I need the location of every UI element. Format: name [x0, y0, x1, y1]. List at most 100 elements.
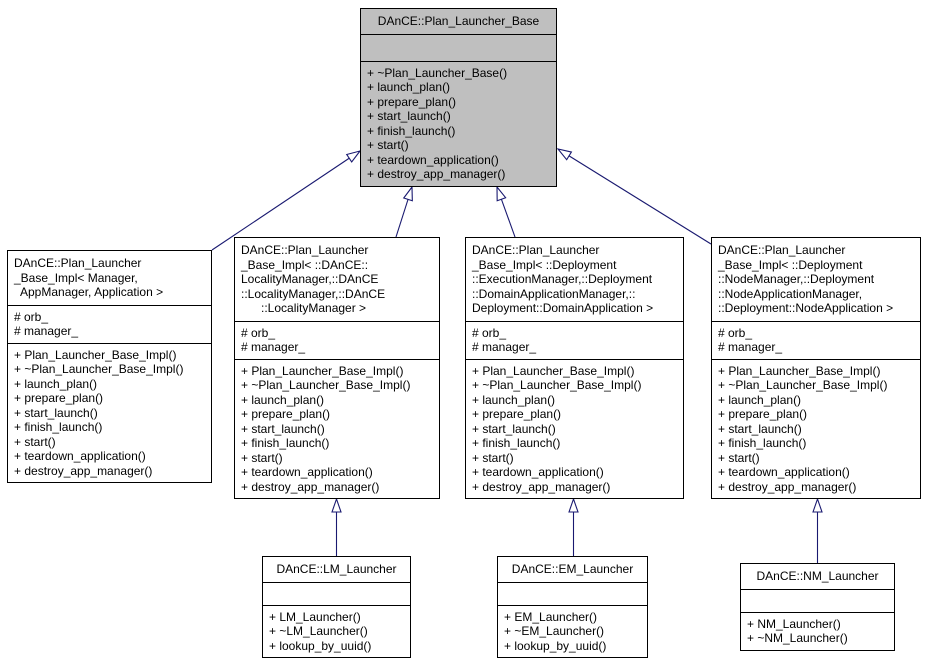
class-title-line: DAnCE::Plan_Launcher_Base [377, 14, 540, 28]
method-line: + ~LM_Launcher() [269, 624, 368, 638]
class-box-lm-launcher[interactable]: DAnCE::LM_Launcher + LM_Launcher()+ ~LM_… [262, 556, 411, 658]
class-box-plan-launcher-base[interactable]: DAnCE::Plan_Launcher_Base + ~Plan_Launch… [360, 8, 557, 187]
method-line: + ~Plan_Launcher_Base_Impl() [241, 378, 411, 392]
class-box-plan-launcher-base-impl-locality[interactable]: DAnCE::Plan_Launcher_Base_Impl< ::DAnCE:… [234, 237, 440, 499]
attribute-line: # manager_ [472, 340, 537, 354]
method-line: + finish_launch() [241, 436, 330, 450]
method-line: + start() [718, 450, 760, 465]
attributes-compartment [263, 581, 410, 605]
class-title: DAnCE::LM_Launcher [263, 557, 410, 582]
method-line: + teardown_application() [367, 152, 499, 167]
class-box-nm-launcher[interactable]: DAnCE::NM_Launcher + NM_Launcher()+ ~NM_… [740, 563, 895, 651]
method-line: + ~Plan_Launcher_Base() [367, 65, 508, 80]
method-line: + start_launch() [14, 405, 98, 420]
method-line: + ~NM_Launcher() [747, 631, 848, 645]
class-title: DAnCE::Plan_Launcher_Base_Impl< Manager,… [8, 251, 211, 305]
method-line: + lookup_by_uuid() [504, 638, 607, 653]
class-title: DAnCE::Plan_Launcher_Base_Impl< ::DAnCE:… [235, 238, 439, 321]
method-line: + start_launch() [472, 421, 556, 436]
class-title-line: DAnCE::EM_Launcher [511, 562, 634, 576]
method-line: + start_launch() [718, 421, 802, 436]
inheritance-arrow-execution-to-base [496, 185, 516, 238]
method-line: + Plan_Launcher_Base_Impl() [241, 363, 404, 378]
class-box-plan-launcher-base-impl-execution[interactable]: DAnCE::Plan_Launcher_Base_Impl< ::Deploy… [465, 237, 684, 499]
method-line: + destroy_app_manager() [718, 479, 857, 494]
class-title-line: ::Deployment::NodeApplication > [718, 301, 894, 315]
class-title: DAnCE::Plan_Launcher_Base [361, 9, 556, 34]
method-line: + destroy_app_manager() [472, 479, 611, 494]
methods-compartment: + LM_Launcher()+ ~LM_Launcher()+ lookup_… [263, 604, 410, 658]
method-line: + launch_plan() [367, 80, 451, 94]
method-line: + teardown_application() [241, 465, 373, 479]
attribute-line: # orb_ [14, 309, 49, 324]
attributes-compartment [741, 588, 894, 612]
class-title-line: DAnCE::NM_Launcher [756, 569, 879, 583]
class-title-line: ::DomainApplicationManager,:: [472, 286, 636, 301]
class-title-line: DAnCE::Plan_Launcher [241, 243, 369, 257]
method-line: + prepare_plan() [472, 407, 562, 421]
class-title-line: LocalityManager,::DAnCE [241, 272, 379, 286]
class-title: DAnCE::Plan_Launcher_Base_Impl< ::Deploy… [466, 238, 683, 321]
methods-compartment: + Plan_Launcher_Base_Impl()+ ~Plan_Launc… [235, 358, 439, 499]
attributes-compartment: # orb_# manager_ [466, 320, 683, 359]
method-line: + NM_Launcher() [747, 616, 841, 631]
attributes-compartment: # orb_# manager_ [8, 304, 211, 343]
methods-compartment: + Plan_Launcher_Base_Impl()+ ~Plan_Launc… [466, 358, 683, 499]
method-line: + teardown_application() [472, 465, 604, 479]
class-title-line: _Base_Impl< Manager, [14, 270, 138, 285]
attributes-compartment [361, 33, 556, 61]
class-title-line: ::LocalityManager,::DAnCE [241, 286, 386, 301]
method-line: + start() [14, 434, 56, 449]
attribute-line: # manager_ [241, 340, 306, 354]
method-line: + destroy_app_manager() [14, 463, 153, 478]
method-line: + finish_launch() [472, 436, 561, 450]
attribute-line: # manager_ [718, 340, 783, 354]
methods-compartment: + ~Plan_Launcher_Base()+ launch_plan() + … [361, 60, 556, 186]
method-line: + finish_launch() [367, 123, 456, 138]
method-line: + destroy_app_manager() [241, 479, 380, 494]
method-line: + lookup_by_uuid() [269, 638, 372, 653]
class-title: DAnCE::Plan_Launcher_Base_Impl< ::Deploy… [712, 238, 920, 321]
method-line: + Plan_Launcher_Base_Impl() [718, 363, 881, 378]
class-title-line: DAnCE::Plan_Launcher [472, 243, 600, 257]
method-line: + launch_plan() [472, 392, 556, 407]
methods-compartment: + Plan_Launcher_Base_Impl()+ ~Plan_Launc… [8, 342, 211, 483]
attribute-line: # orb_ [472, 325, 507, 340]
class-title-line: ::NodeApplicationManager, [718, 286, 863, 301]
attributes-compartment: # orb_# manager_ [712, 320, 920, 359]
methods-compartment: + EM_Launcher()+ ~EM_Launcher()+ lookup_… [498, 604, 647, 658]
method-line: + LM_Launcher() [269, 609, 361, 624]
method-line: + start() [367, 138, 409, 152]
attributes-compartment: # orb_# manager_ [235, 320, 439, 359]
class-title-line: _Base_Impl< ::Deployment [718, 257, 863, 272]
class-title-line: DAnCE::LM_Launcher [276, 562, 397, 576]
method-line: + finish_launch() [718, 436, 807, 450]
method-line: + launch_plan() [718, 392, 802, 407]
method-line: + teardown_application() [718, 465, 850, 479]
attribute-line: # orb_ [718, 325, 753, 340]
class-box-plan-launcher-base-impl-node[interactable]: DAnCE::Plan_Launcher_Base_Impl< ::Deploy… [711, 237, 921, 499]
inheritance-arrow-node-to-base [556, 148, 712, 245]
class-title-line: _Base_Impl< ::Deployment [472, 257, 617, 272]
class-box-plan-launcher-base-impl-generic[interactable]: DAnCE::Plan_Launcher_Base_Impl< Manager,… [7, 250, 212, 483]
method-line: + ~EM_Launcher() [504, 624, 605, 638]
class-title-line: ::NodeManager,::Deployment [718, 272, 875, 286]
method-line: + finish_launch() [14, 420, 103, 434]
class-title-line: ::LocalityManager > [241, 301, 367, 315]
attribute-line: # manager_ [14, 324, 79, 338]
inheritance-arrow-generic-to-base [211, 150, 362, 251]
method-line: + ~Plan_Launcher_Base_Impl() [472, 378, 642, 392]
methods-compartment: + NM_Launcher()+ ~NM_Launcher() [741, 611, 894, 650]
method-line: + prepare_plan() [241, 407, 331, 421]
class-title-line: _Base_Impl< ::DAnCE:: [241, 257, 369, 272]
method-line: + prepare_plan() [14, 391, 104, 405]
method-line: + ~Plan_Launcher_Base_Impl() [14, 362, 184, 376]
method-line: + EM_Launcher() [504, 609, 598, 624]
class-title: DAnCE::NM_Launcher [741, 564, 894, 589]
class-title-line: DAnCE::Plan_Launcher [14, 256, 142, 270]
method-line: + teardown_application() [14, 449, 146, 463]
method-line: + ~Plan_Launcher_Base_Impl() [718, 378, 888, 392]
class-box-em-launcher[interactable]: DAnCE::EM_Launcher + EM_Launcher()+ ~EM_… [497, 556, 648, 658]
method-line: + Plan_Launcher_Base_Impl() [472, 363, 635, 378]
method-line: + start() [472, 450, 514, 465]
